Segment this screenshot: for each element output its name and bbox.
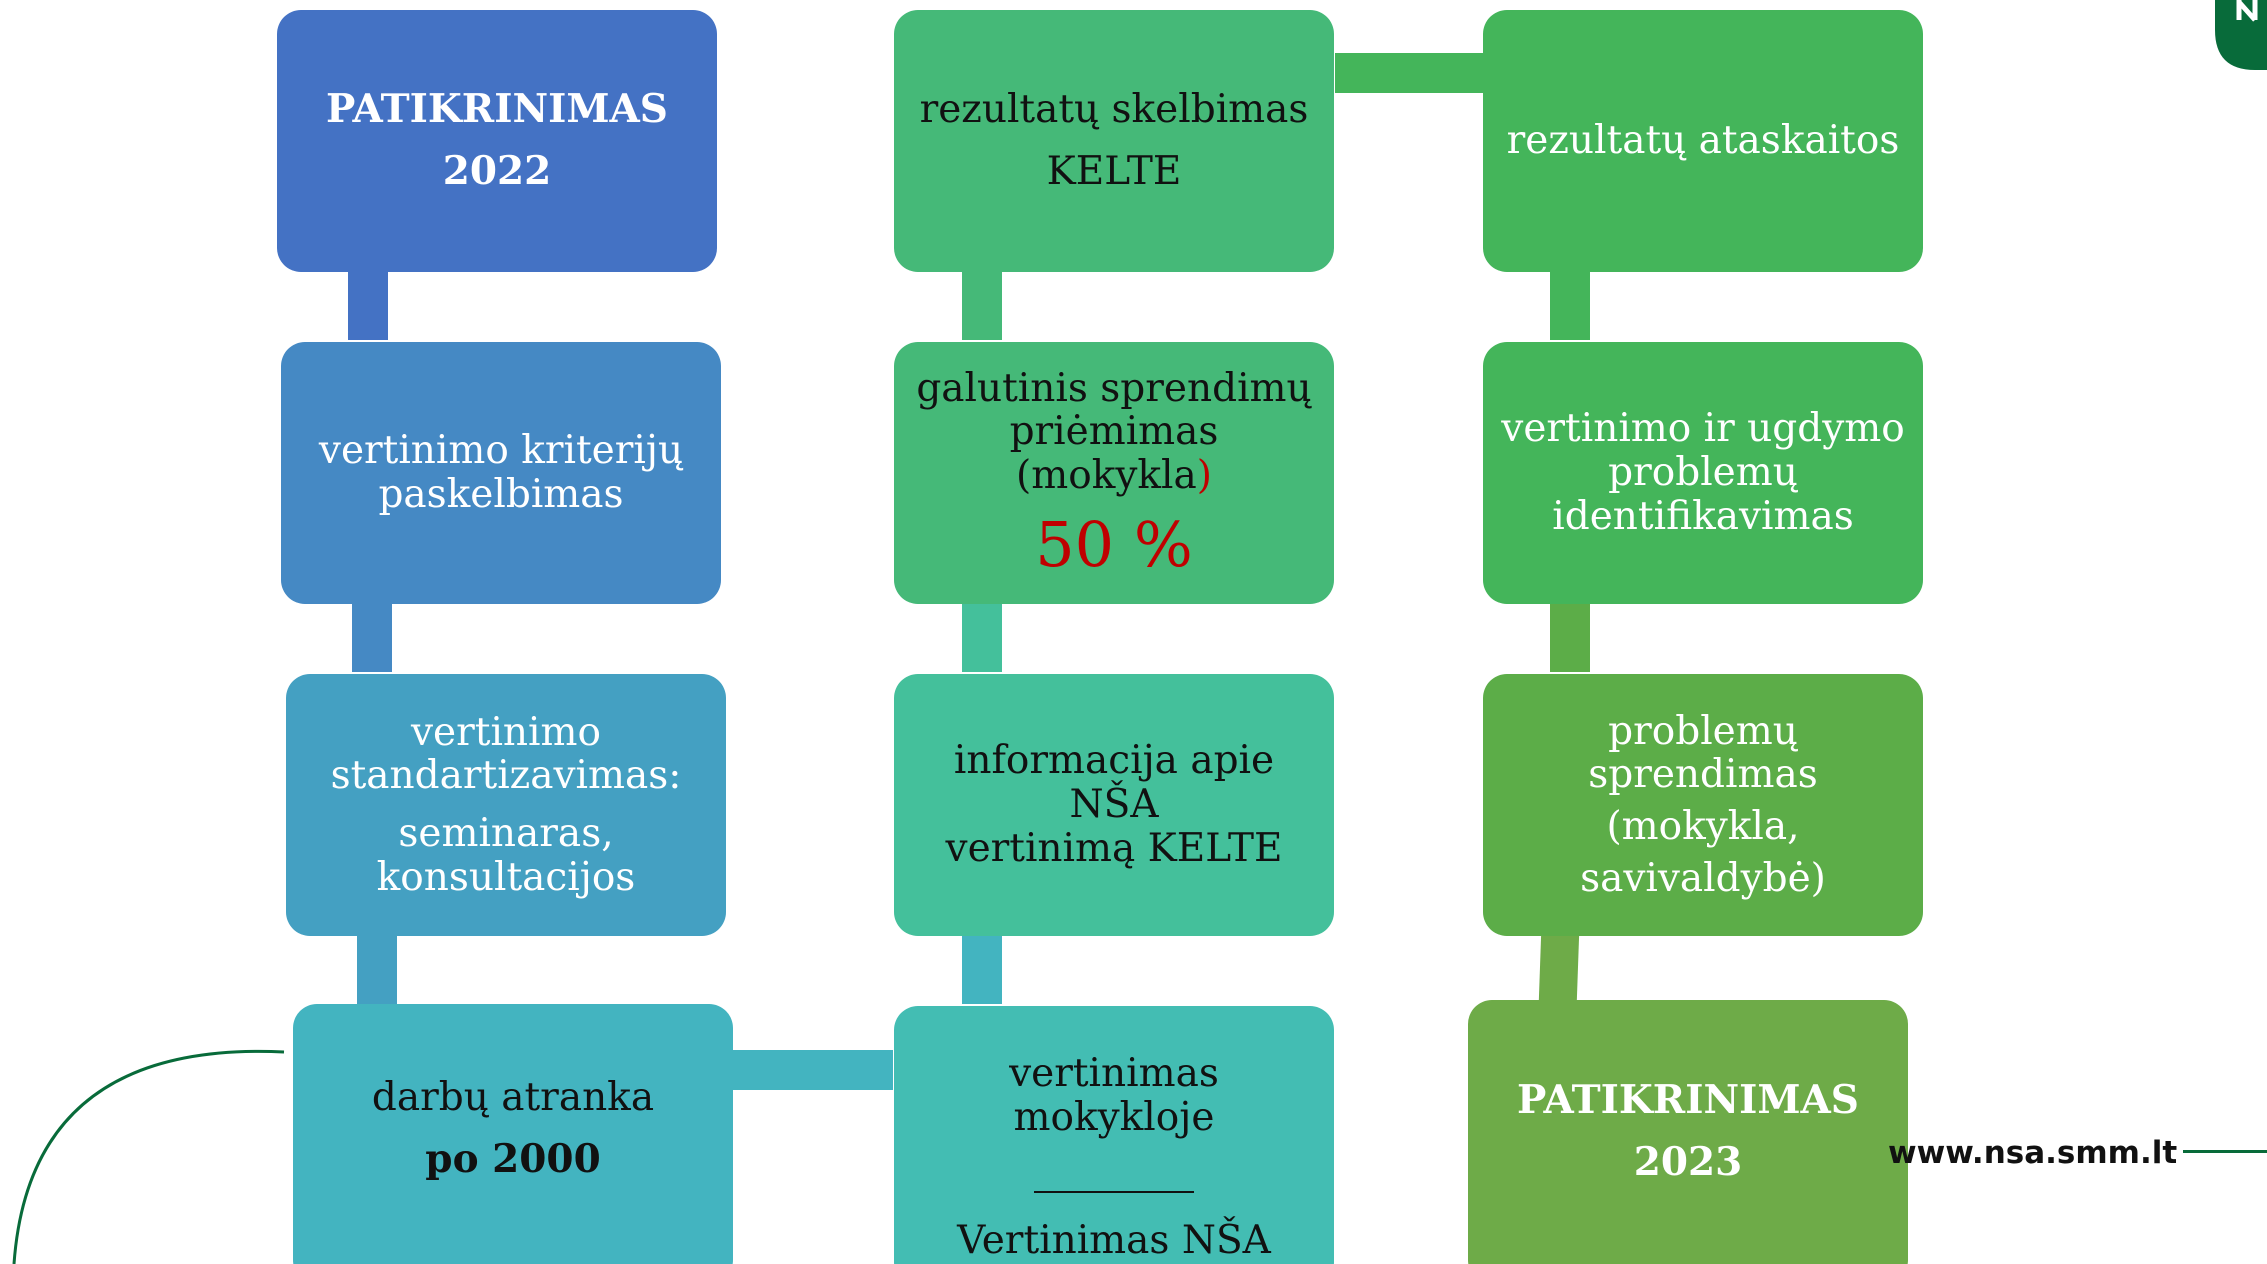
connector	[1538, 934, 1580, 1000]
percentage-highlight: 50 %	[1035, 507, 1193, 581]
box-text: po 2000	[425, 1136, 601, 1182]
box-text: vertinimą KELTE	[945, 825, 1283, 871]
box-text: problemų	[1608, 450, 1798, 496]
box-nsa-information: informacija apie NŠA vertinimą KELTE	[894, 674, 1334, 936]
connector	[1335, 53, 1485, 93]
website-url: www.nsa.smm.lt	[1888, 1135, 2178, 1171]
box-results-publication: rezultatų skelbimas KELTE	[894, 10, 1334, 272]
box-patikrinimas-2022: PATIKRINIMAS 2022	[277, 10, 717, 272]
box-text: (mokykla,	[1606, 804, 1800, 849]
box-text: problemų sprendimas	[1588, 708, 1818, 798]
connector	[357, 934, 397, 1004]
box-final-decision: galutinis sprendimų priėmimas (mokykla) …	[894, 342, 1334, 604]
box-standardization: vertinimo standartizavimas: seminaras, k…	[286, 674, 726, 936]
connector	[1550, 270, 1590, 340]
box-text: vertinimo ir ugdymo	[1501, 406, 1905, 452]
box-text: seminaras,	[398, 811, 614, 856]
box-text: rezultatų skelbimas	[919, 87, 1309, 133]
box-text: identifikavimas	[1552, 493, 1854, 539]
box-problem-identification: vertinimo ir ugdymo problemų identifikav…	[1483, 342, 1923, 604]
divider	[1034, 1191, 1194, 1194]
box-problem-solving: problemų sprendimas (mokykla, savivaldyb…	[1483, 674, 1923, 936]
connector	[733, 1050, 893, 1090]
connector	[348, 270, 388, 340]
box-text: PATIKRINIMAS	[1517, 1077, 1859, 1124]
box-text: KELTE	[1046, 149, 1182, 194]
box-text: paskelbimas	[378, 472, 624, 517]
connector	[1550, 602, 1590, 672]
box-text: 2022	[442, 148, 552, 194]
box-text: priėmimas (mokykla)	[1009, 409, 1219, 499]
box-text: Vertinimas NŠA	[957, 1218, 1271, 1264]
decorative-arc	[12, 1049, 285, 1264]
box-work-selection: darbų atranka po 2000	[293, 1004, 733, 1264]
box-patikrinimas-2023: PATIKRINIMAS 2023	[1468, 1000, 1908, 1264]
box-text: informacija apie NŠA	[953, 738, 1275, 828]
connector	[962, 934, 1002, 1004]
box-text: vertinimo kriterijų	[318, 428, 684, 474]
box-text: 2023	[1633, 1139, 1743, 1185]
box-text: standartizavimas:	[330, 753, 682, 799]
box-text: savivaldybė)	[1580, 855, 1826, 901]
box-text: konsultacijos	[376, 854, 636, 900]
box-text: darbų atranka	[371, 1075, 655, 1121]
connector	[962, 602, 1002, 672]
connector	[352, 602, 392, 672]
logo-icon	[2215, 0, 2267, 70]
box-text: galutinis sprendimų	[916, 365, 1312, 411]
connector	[962, 270, 1002, 340]
box-text: vertinimo	[411, 709, 601, 755]
box-text: vertinimas mokykloje	[1009, 1051, 1219, 1140]
box-text: rezultatų ataskaitos	[1506, 118, 1900, 164]
box-criteria-announcement: vertinimo kriterijų paskelbimas	[281, 342, 721, 604]
url-line	[2183, 1150, 2267, 1153]
box-text: PATIKRINIMAS	[326, 86, 668, 133]
box-results-reports: rezultatų ataskaitos	[1483, 10, 1923, 272]
box-school-assessment: vertinimas mokykloje Vertinimas NŠA	[894, 1006, 1334, 1264]
